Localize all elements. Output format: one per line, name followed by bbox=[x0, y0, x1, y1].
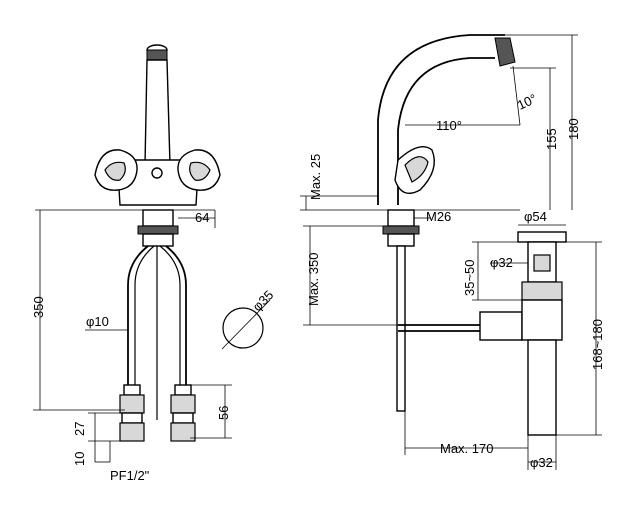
washer-front bbox=[142, 233, 174, 247]
side-tube bbox=[396, 245, 406, 412]
label-35-50: 35~50 bbox=[462, 259, 477, 296]
drain-tee-side bbox=[479, 311, 523, 341]
label-180: 180 bbox=[566, 118, 581, 140]
left-fitting-top bbox=[123, 384, 141, 396]
label-27: 27 bbox=[72, 422, 87, 436]
label-10: 10 bbox=[72, 452, 87, 466]
drain-tailpiece bbox=[527, 339, 557, 436]
spout-arc-outer bbox=[377, 34, 505, 205]
right-fitting-nut bbox=[170, 394, 196, 414]
right-tube-inner bbox=[159, 245, 181, 385]
right-tube-outer bbox=[165, 245, 187, 385]
right-handle-face bbox=[189, 161, 211, 181]
label-pf: PF1/2" bbox=[110, 468, 150, 483]
label-max170: Max. 170 bbox=[440, 441, 493, 456]
label-110: 110° bbox=[436, 118, 462, 133]
label-phi54: φ54 bbox=[524, 209, 547, 224]
spout-arc-inner bbox=[397, 57, 495, 205]
label-168-180: 168~180 bbox=[590, 319, 605, 370]
right-fitting-mid bbox=[172, 412, 194, 424]
right-fitting-bottom bbox=[170, 422, 196, 442]
label-155: 155 bbox=[544, 128, 559, 150]
nut-side bbox=[382, 225, 420, 235]
label-phi10: φ10 bbox=[86, 314, 109, 329]
spout-body-front bbox=[144, 59, 171, 166]
label-phi35: φ35 bbox=[250, 287, 277, 314]
front-view bbox=[33, 44, 271, 463]
drain-flange bbox=[517, 231, 567, 243]
right-fitting-top bbox=[174, 384, 192, 396]
spout-tip bbox=[494, 37, 516, 67]
left-tube-outer bbox=[127, 245, 149, 385]
label-64: 64 bbox=[195, 210, 209, 225]
side-handle-face bbox=[404, 156, 429, 183]
label-max25: Max. 25 bbox=[308, 154, 323, 200]
side-view bbox=[300, 34, 602, 470]
drain-tee-body bbox=[521, 299, 563, 341]
shank-front bbox=[142, 209, 174, 227]
washer-side bbox=[387, 233, 415, 247]
nut-front bbox=[137, 225, 179, 235]
left-fitting-mid bbox=[121, 412, 143, 424]
label-max350: Max. 350 bbox=[306, 253, 321, 306]
dim-phi35-line bbox=[221, 299, 271, 350]
left-tube-inner bbox=[134, 245, 155, 385]
left-handle-face bbox=[104, 161, 126, 181]
label-350-front: 350 bbox=[31, 296, 46, 318]
pop-up-knob bbox=[151, 167, 163, 179]
shank-side bbox=[387, 209, 415, 227]
label-phi32-bottom: φ32 bbox=[530, 455, 553, 470]
drain-nut bbox=[521, 281, 563, 301]
spray-angle-line bbox=[512, 65, 521, 126]
label-m26: M26 bbox=[426, 209, 451, 224]
mounting-hole-circle bbox=[222, 307, 264, 349]
label-56: 56 bbox=[216, 406, 231, 420]
left-fitting-bottom bbox=[119, 422, 145, 442]
drain-window bbox=[533, 254, 551, 272]
label-phi32-top: φ32 bbox=[490, 255, 513, 270]
